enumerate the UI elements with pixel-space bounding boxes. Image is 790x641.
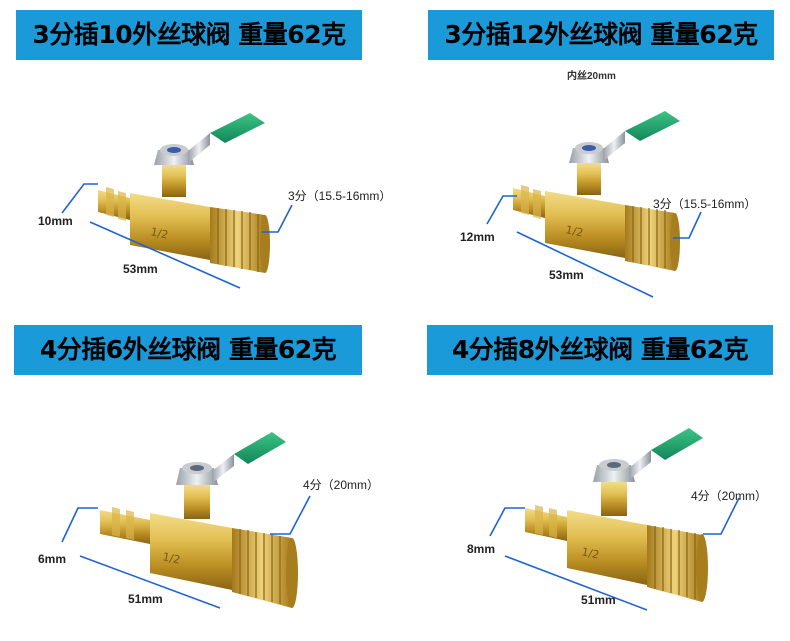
- bottom-dim-line: [504, 555, 648, 611]
- right-dimension-label: 4分（20mm）: [303, 478, 380, 492]
- product-panel-2: 3分插12外丝球阀 重量62克 内丝20mm 1/2: [395, 0, 790, 320]
- product-panel-1: 3分插10外丝球阀 重量62克 1/2: [0, 0, 395, 320]
- panel-title: 3分插10外丝球阀 重量62克: [16, 10, 362, 60]
- product-panel-3: 4分插6外丝球阀 重量62克 1/2 6mm 51: [0, 320, 395, 640]
- body-mark: 1/2: [161, 550, 181, 566]
- right-dim-line: [270, 495, 311, 535]
- bottom-dimension-label: 53mm: [123, 262, 158, 276]
- left-dim-line: [486, 195, 517, 225]
- panel-title: 4分插8外丝球阀 重量62克: [427, 325, 773, 375]
- ball-valve-image: 1/2: [486, 111, 702, 298]
- right-dimension-label: 4分（20mm）: [691, 489, 768, 503]
- ball-valve-image: 1/2: [61, 113, 293, 289]
- bottom-dimension-label: 51mm: [581, 593, 616, 607]
- bottom-dimension-label: 51mm: [128, 592, 163, 606]
- right-dim-line: [703, 497, 740, 535]
- left-dimension-label: 6mm: [38, 552, 67, 566]
- panel-title: 3分插12外丝球阀 重量62克: [428, 10, 774, 60]
- right-dimension-label: 3分（15.5-16mm）: [653, 197, 757, 211]
- bottom-dim-line: [89, 221, 241, 289]
- bottom-dim-line: [79, 555, 221, 609]
- left-dimension-label: 8mm: [467, 542, 496, 556]
- left-dim-line: [61, 507, 98, 543]
- inner-thread-note: 内丝20mm: [567, 71, 616, 82]
- right-dim-line: [673, 211, 702, 239]
- left-dimension-label: 10mm: [38, 214, 73, 228]
- right-dimension-label: 3分（15.5-16mm）: [288, 189, 392, 203]
- product-panel-4: 4分插8外丝球阀 重量62克 1/2 8mm 51: [395, 320, 790, 640]
- bottom-dim-line: [516, 231, 654, 298]
- body-mark: 1/2: [149, 225, 169, 241]
- bottom-dimension-label: 53mm: [549, 268, 584, 282]
- left-dim-line: [489, 507, 525, 537]
- left-dimension-label: 12mm: [460, 230, 495, 244]
- ball-valve-image: 1/2: [489, 428, 740, 611]
- right-dim-line: [262, 204, 293, 233]
- ball-valve-image: 1/2: [61, 432, 311, 609]
- left-dim-line: [61, 183, 98, 214]
- panel-title: 4分插6外丝球阀 重量62克: [14, 325, 362, 375]
- body-mark: 1/2: [564, 223, 584, 239]
- body-mark: 1/2: [580, 545, 600, 561]
